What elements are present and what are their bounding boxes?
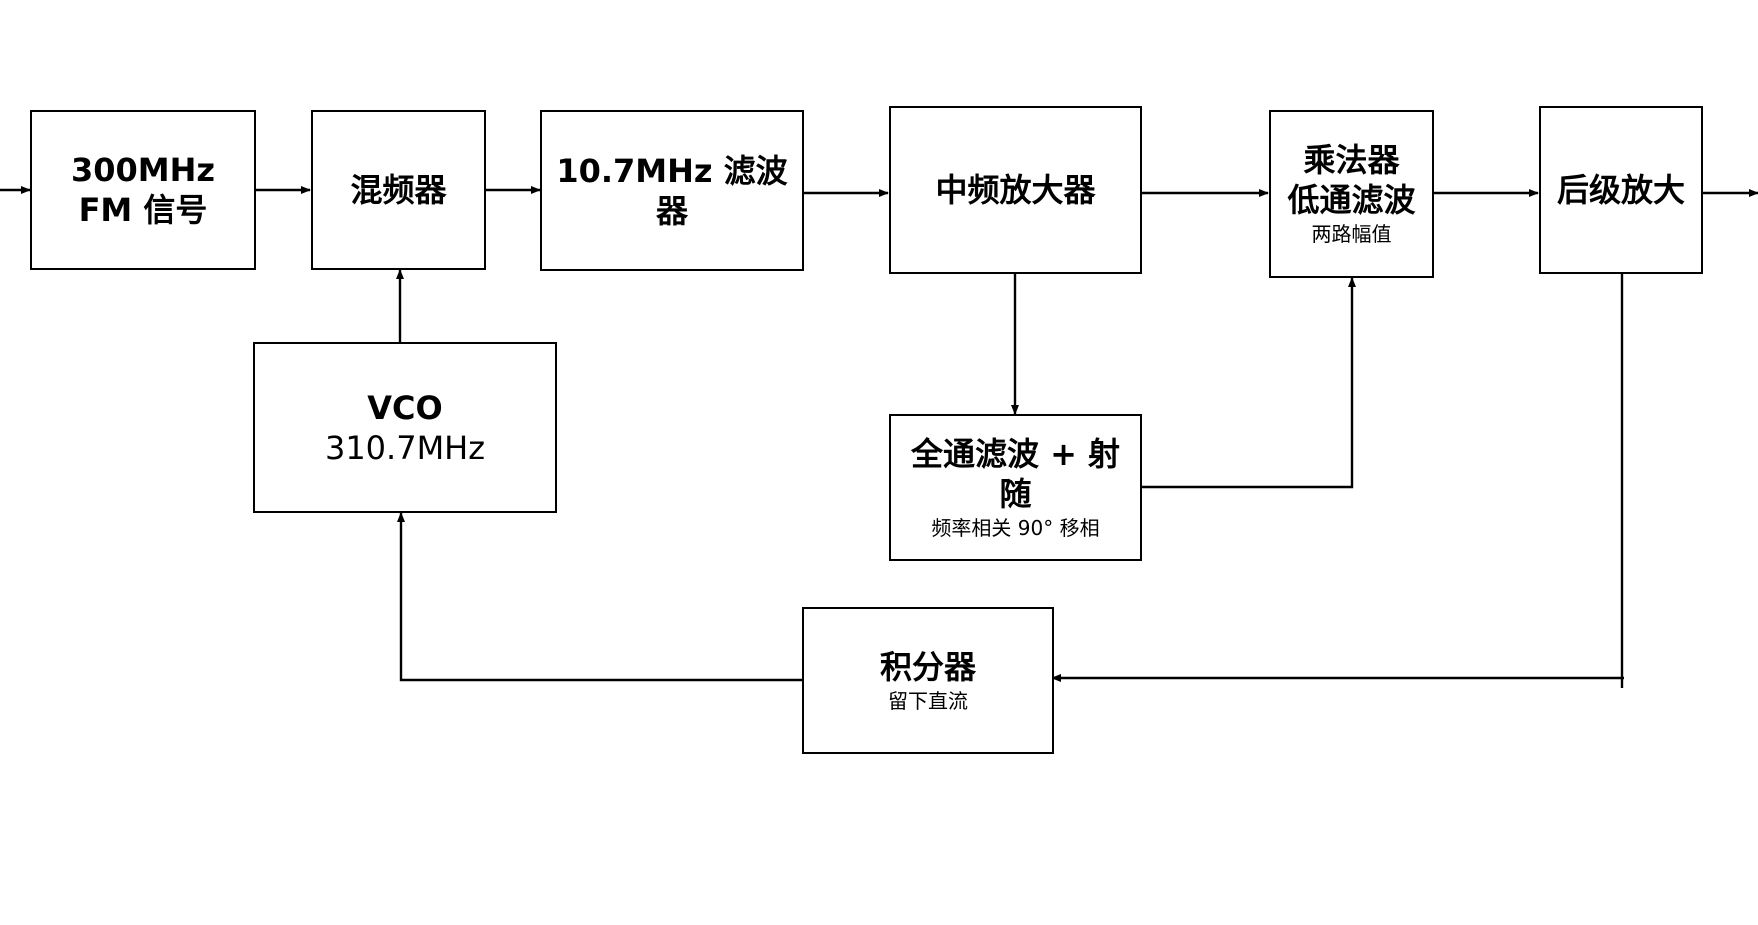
- integrator-block: 积分器 留下直流: [802, 607, 1054, 754]
- filter-line2: 器: [655, 191, 688, 230]
- filter-10-7mhz-block: 10.7MHz 滤波 器: [540, 110, 804, 271]
- post-amplifier-block: 后级放大: [1539, 106, 1703, 274]
- multiplier-line2: 低通滤波: [1287, 181, 1416, 219]
- fm-source-line1: 300MHz: [70, 151, 216, 189]
- allpass-sub: 频率相关 90° 移相: [931, 515, 1100, 540]
- fm-source-line2: FM 信号: [78, 191, 208, 229]
- allpass-line1: 全通滤波 + 射: [910, 434, 1121, 473]
- multiplier-lowpass-block: 乘法器 低通滤波 两路幅值: [1269, 110, 1434, 278]
- multiplier-line1: 乘法器: [1303, 141, 1400, 179]
- filter-line1: 10.7MHz 滤波: [556, 151, 788, 190]
- mixer-title: 混频器: [350, 171, 447, 209]
- vco-frequency: 310.7MHz: [324, 428, 486, 467]
- integrator-sub: 留下直流: [888, 688, 968, 713]
- allpass-line2: 随: [999, 474, 1032, 513]
- post-amp-title: 后级放大: [1556, 171, 1685, 209]
- vco-block: VCO 310.7MHz: [253, 342, 557, 513]
- allpass-emitter-follower-block: 全通滤波 + 射 随 频率相关 90° 移相: [889, 414, 1142, 561]
- if-amplifier-block: 中频放大器: [889, 106, 1142, 274]
- fm-signal-source-block: 300MHz FM 信号: [30, 110, 256, 270]
- integrator-title: 积分器: [879, 647, 976, 686]
- if-amp-title: 中频放大器: [935, 171, 1096, 209]
- allpass-to-multiplier-arrow: [1140, 277, 1356, 489]
- integrator-to-vco-arrow: [397, 512, 802, 682]
- multiplier-sub: 两路幅值: [1311, 222, 1392, 246]
- vco-title: VCO: [367, 388, 443, 427]
- mixer-block: 混频器: [311, 110, 486, 270]
